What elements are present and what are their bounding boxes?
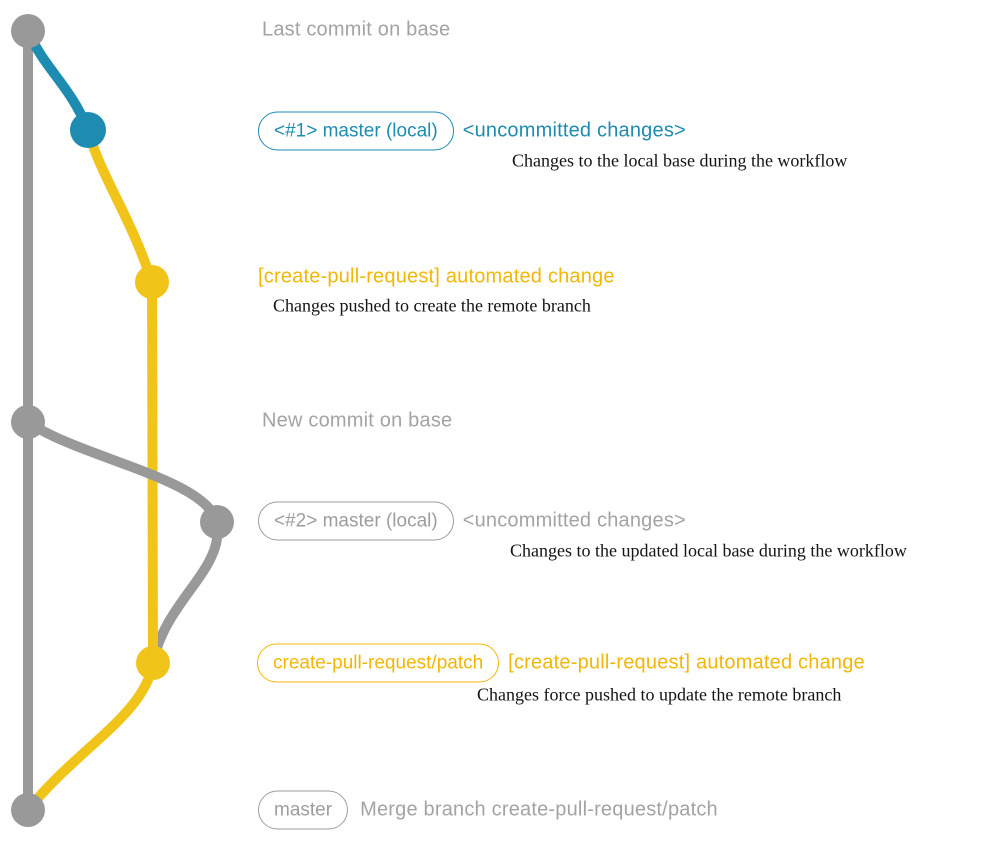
patch-2-heading: [create-pull-request] automated change: [508, 651, 865, 674]
patch-branch-edge-1: [83, 125, 157, 287]
local-master-1-description: Changes to the local base during the wor…: [512, 150, 848, 171]
commit-node-patch-commit-1: [135, 265, 169, 299]
commit-node-patch-commit-2: [136, 646, 170, 680]
patch-2-description: Changes force pushed to update the remot…: [477, 684, 842, 705]
merge-title: Merge branch create-pull-request/patch: [360, 798, 718, 821]
patch-branch-pill: create-pull-request/patch: [257, 643, 500, 683]
commit-node-new-commit-on-base: [11, 405, 45, 439]
local-master-2-heading: <uncommitted changes>: [462, 509, 686, 532]
commit-node-local-master-2: [200, 505, 234, 539]
local-2-to-patch-edge: [148, 517, 223, 668]
commit-node-local-master-1: [70, 112, 106, 148]
merge-edge: [23, 658, 158, 815]
local-master-1-row: <#1> master (local) <uncommitted changes…: [258, 111, 686, 151]
commit-node-last-commit-on-base: [11, 14, 45, 48]
patch-1-description: Changes pushed to create the remote bran…: [273, 295, 591, 316]
new-commit-title: New commit on base: [262, 409, 453, 432]
local-master-2-branch-pill: <#2> master (local): [258, 501, 454, 541]
patch-2-row: create-pull-request/patch [create-pull-r…: [257, 643, 865, 683]
local-master-2-description: Changes to the updated local base during…: [510, 540, 907, 561]
last-commit-title: Last commit on base: [262, 18, 451, 41]
local-master-2-row: <#2> master (local) <uncommitted changes…: [258, 501, 686, 541]
master-branch-pill: master: [258, 790, 349, 830]
commit-node-merge-commit: [11, 793, 45, 827]
local-master-1-heading: <uncommitted changes>: [462, 119, 686, 142]
merge-row: master Merge branch create-pull-request/…: [258, 790, 718, 830]
patch-1-heading: [create-pull-request] automated change: [258, 265, 615, 288]
base-to-local-2-edge: [23, 417, 222, 527]
local-master-1-branch-pill: <#1> master (local): [258, 111, 454, 151]
